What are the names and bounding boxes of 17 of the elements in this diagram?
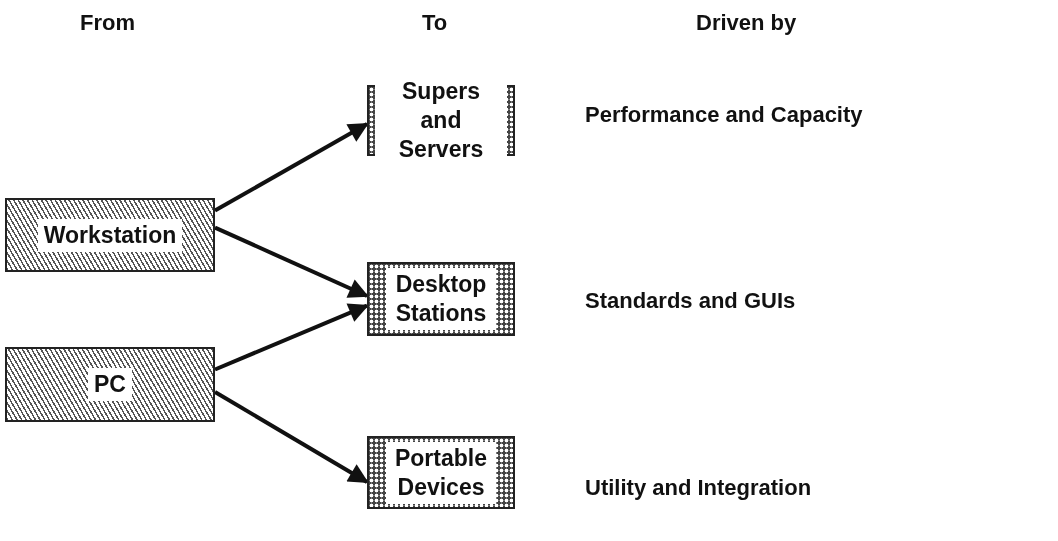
arrow — [214, 303, 369, 372]
source-box — [5, 347, 215, 422]
driver-label: Performance and Capacity — [585, 102, 863, 128]
target-box — [367, 262, 515, 336]
driver-label: Utility and Integration — [585, 475, 812, 501]
arrow — [214, 225, 369, 298]
source-box — [5, 198, 215, 272]
arrow — [214, 122, 369, 213]
driver-label: Standards and GUIs — [585, 288, 796, 314]
box-label: PC — [88, 368, 132, 401]
column-heading: From — [80, 10, 135, 36]
column-heading: Driven by — [696, 10, 797, 36]
box-label: Desktop Stations — [386, 268, 496, 330]
box-label: Workstation — [37, 218, 183, 252]
target-box — [367, 436, 515, 509]
column-heading: To — [422, 10, 448, 36]
box-label: Portable Devices — [386, 441, 496, 504]
